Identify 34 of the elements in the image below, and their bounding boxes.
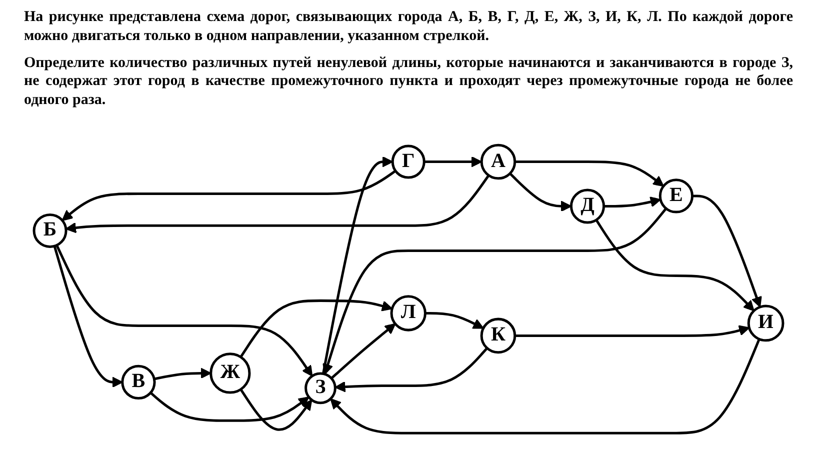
node-circle: Г [391, 144, 426, 179]
node-circle: Е [658, 178, 694, 214]
arrow [425, 312, 484, 328]
arrow [240, 299, 393, 358]
arrow [65, 174, 490, 233]
arrow [595, 219, 754, 312]
node-circle: В [121, 364, 156, 400]
arrow [330, 338, 760, 434]
arrow [334, 347, 488, 392]
arrow [692, 194, 762, 308]
node-circle: А [480, 144, 516, 180]
arrow [322, 207, 668, 374]
arrow [424, 156, 482, 168]
node-circle: Л [390, 294, 426, 332]
arrow [150, 392, 310, 422]
node-circle: Б [32, 213, 68, 248]
arrow [322, 156, 394, 374]
node-circle: Д [570, 188, 606, 224]
arrow [514, 160, 664, 186]
arrow [509, 172, 572, 212]
arrow [330, 323, 396, 380]
task-text: На рисунке представлена схема дорог, связывающих города А, Б, В, Г, Д, Е, Ж, З, И, К, Л. По каждой дороге можно двигаться только в одном направлении, указанном стрелкой. [24, 8, 793, 46]
task-text: Определите количество различных путей ненулевой длины, которые начинаются и заканчиваются в городе З, не содержат этот город в качестве промежуточного пункта и проходят через промежуточные города не более одного раза. [24, 54, 793, 110]
node-circle: К [480, 318, 516, 354]
arrow [604, 196, 662, 208]
arrow [56, 244, 313, 376]
arrow [154, 367, 212, 380]
node-circle: З [304, 372, 336, 404]
node-circle: И [747, 304, 784, 342]
arrow [514, 324, 750, 337]
arrow [240, 388, 312, 431]
arrow [62, 170, 396, 221]
node-circle: Ж [210, 352, 251, 394]
arrow [53, 245, 123, 388]
